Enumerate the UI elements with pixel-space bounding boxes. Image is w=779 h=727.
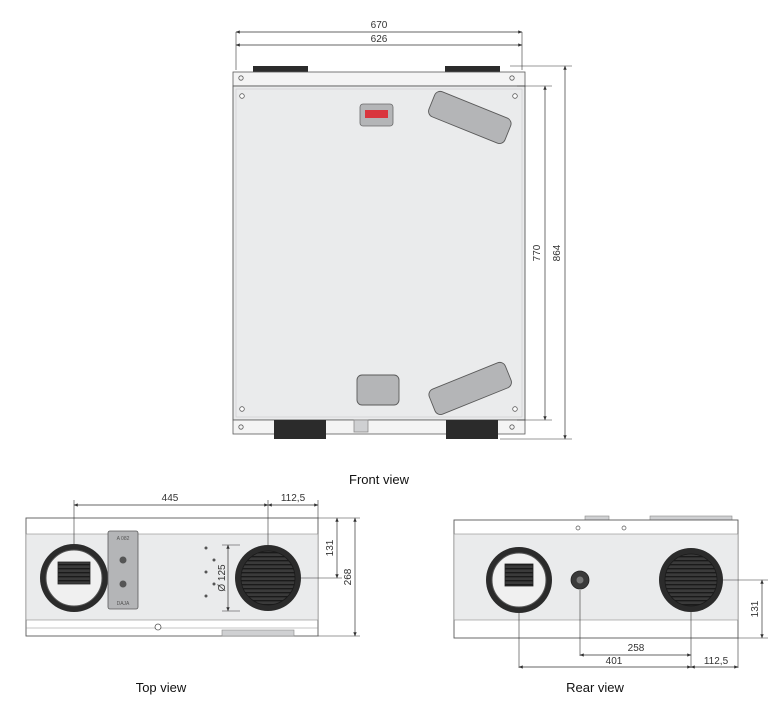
dim-front-width-outer: 670 [371,20,388,31]
top-view: A 082 DAJA 445 112,5 Ø 125 131 [25,493,360,695]
mount-dot [204,594,208,598]
front-mount-hole [238,424,244,430]
front-screw [512,93,518,99]
dim-rear-spigot-height: 131 [750,600,761,617]
bottom-strip [221,629,295,637]
top-right-spigot-grille [240,550,296,606]
rear-screw [621,525,627,531]
plate-port [119,580,127,588]
dim-top-spigot-diameter: Ø 125 [217,564,228,592]
dim-front-height-outer: 864 [552,244,563,261]
mount-dot [204,570,208,574]
rear-right-spigot-grille [664,553,718,607]
front-screw [512,406,518,412]
condensate-drain [353,419,369,433]
connection-plate [107,530,139,610]
top-view-label: Top view [136,680,187,695]
dim-rear-spigot-spacing-outer: 401 [606,656,623,667]
mount-dot [212,582,216,586]
front-top-flange [232,71,526,87]
dim-top-spigot-height: 131 [325,539,336,556]
front-screw [239,406,245,412]
front-view: 670 626 770 864 Front view [232,20,572,487]
front-bottom-right-spigot [446,420,498,439]
dim-rear-spigot-spacing-inner: 258 [628,643,645,654]
front-panel [232,85,526,421]
rear-view: 258 401 112,5 131 Rear view [453,515,768,695]
rear-left-grille [504,563,534,587]
plate-text-top: A 082 [117,536,130,542]
dim-top-spigot-offset: 112,5 [281,493,306,504]
front-mount-hole [238,75,244,81]
mount-dot [204,546,208,550]
mount-dot [212,558,216,562]
dim-front-height-inner: 770 [532,244,543,261]
top-filter-cover [428,90,512,144]
plate-text-bottom: DAJA [117,601,130,607]
front-bottom-left-spigot [274,420,326,439]
front-panel-inner [235,88,523,418]
dim-top-spigot-spacing: 445 [162,493,179,504]
bottom-port [154,623,162,631]
front-view-label: Front view [349,472,410,487]
top-left-grille [57,561,91,585]
dim-front-width-inner: 626 [371,34,388,45]
rear-center-port-inner [576,576,584,584]
service-cover [356,374,400,406]
front-mount-hole [509,424,515,430]
plate-port [119,556,127,564]
rear-view-label: Rear view [566,680,624,695]
front-screw [239,93,245,99]
bottom-filter-cover [428,361,512,415]
front-mount-hole [509,75,515,81]
red-indicator [365,110,388,118]
dim-top-depth: 268 [343,568,354,585]
dim-rear-spigot-offset: 112,5 [704,656,729,667]
rear-screw [575,525,581,531]
